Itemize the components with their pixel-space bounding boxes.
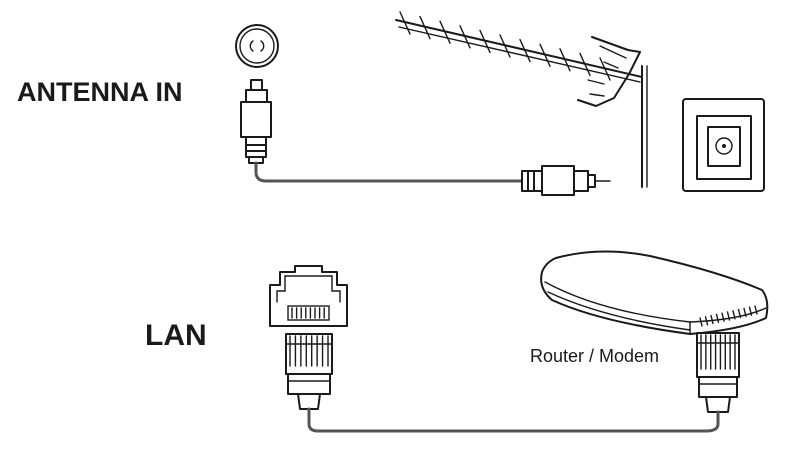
ethernet-port-icon [269,265,348,327]
wall-socket-icon [682,98,765,192]
antenna-element [579,52,591,77]
router-vent [748,306,753,316]
router-vent [743,307,747,318]
router-vent [721,312,725,322]
antenna-element [519,38,531,63]
coax-cable [254,161,524,183]
ethernet-plug-left-icon [285,333,333,410]
router-vent [737,308,742,319]
router-label: Router / Modem [530,346,659,366]
router-vent [710,314,714,325]
coax-plug-horizontal-icon [521,165,611,196]
antenna-in-label: ANTENNA IN [17,77,183,107]
ethernet-cable [307,407,720,433]
antenna-element [599,57,611,81]
coax-plug-vertical-icon [240,79,272,164]
antenna-element [459,25,471,49]
coax-socket-icon [235,24,279,68]
router-icon [540,250,769,335]
router-vent [704,316,709,326]
ethernet-plug-right-icon [696,332,740,413]
antenna-icon [395,11,648,188]
antenna-element [419,15,431,40]
antenna-element [559,48,571,72]
lan-label: LAN [145,319,207,352]
antenna-element [399,11,411,35]
router-vent [715,313,720,324]
router-vent [732,310,736,320]
router-vent [699,317,703,327]
antenna-element [499,34,511,58]
antenna-element [479,29,491,54]
antenna-element [539,43,551,67]
router-vent [754,305,758,315]
antenna-element [439,20,451,44]
router-vent [726,311,731,321]
